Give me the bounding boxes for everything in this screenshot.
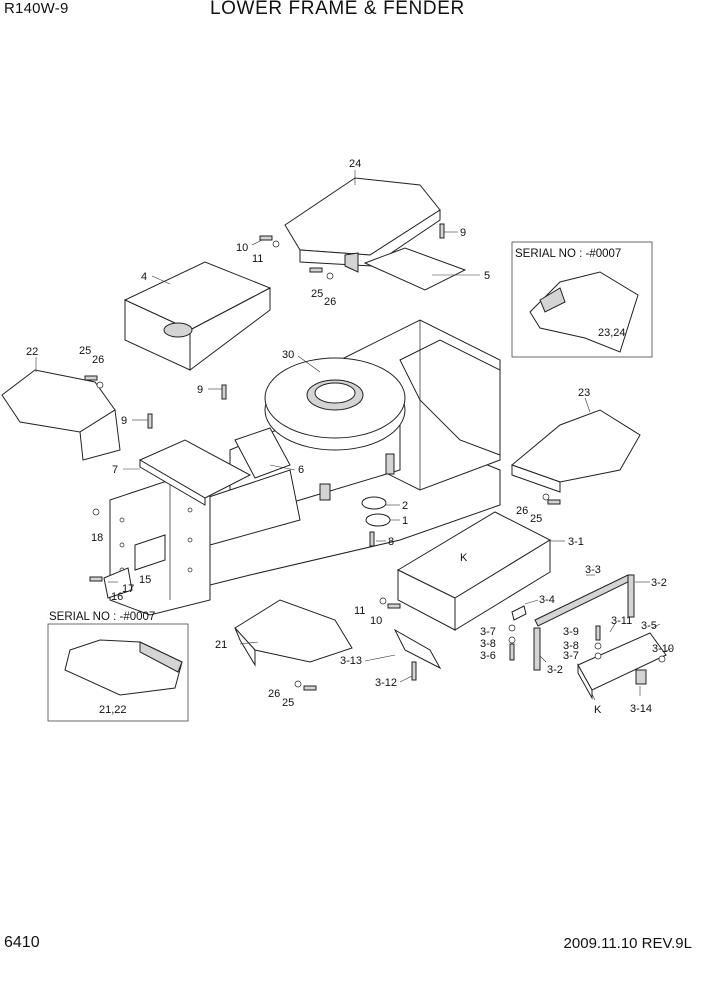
label-3-8: 3-8 — [480, 638, 496, 650]
label-3-3: 3-3 — [585, 564, 601, 576]
label-9: 9 — [197, 384, 203, 396]
inset-left-serial: SERIAL NO : -#0007 — [49, 611, 155, 623]
inset-right-serial: SERIAL NO : -#0007 — [515, 248, 621, 260]
toolbox-cover-3-5 — [577, 632, 667, 700]
label-22: 22 — [26, 346, 38, 358]
label-6: 6 — [298, 464, 304, 476]
label-9: 9 — [460, 227, 466, 239]
swing-ring-mount — [264, 357, 406, 451]
label-1: 1 — [402, 515, 408, 527]
toolbox-4 — [123, 261, 272, 371]
label-2: 2 — [402, 500, 408, 512]
label-3-13: 3-13 — [340, 655, 362, 667]
inset-right-fender — [529, 271, 639, 353]
step-plate-7 — [138, 439, 252, 506]
fender-22 — [1, 369, 121, 461]
fender-24 — [284, 177, 441, 273]
label-3-7: 3-7 — [480, 626, 496, 638]
page-number: 6410 — [4, 934, 40, 951]
fender-23 — [511, 409, 641, 493]
inset-left-fender — [64, 639, 183, 696]
label-3-4: 3-4 — [539, 594, 555, 606]
label-K: K — [460, 552, 468, 564]
cover-plate-6 — [234, 427, 291, 479]
toolbox-3-1 — [396, 511, 552, 631]
inset-left-parts: 21,22 — [99, 704, 127, 716]
label-16: 16 — [111, 591, 123, 603]
label-3-5: 3-5 — [641, 620, 657, 632]
inset-right-frame — [511, 241, 653, 358]
label-17: 17 — [122, 583, 134, 595]
label-3-9: 3-9 — [563, 626, 579, 638]
label-25: 25 — [311, 288, 323, 300]
label-3-10: 3-10 — [652, 643, 674, 655]
cover-plate-5 — [363, 247, 467, 291]
label-7: 7 — [112, 464, 118, 476]
label-3-14: 3-14 — [630, 703, 652, 715]
label-15: 15 — [139, 574, 151, 586]
label-24: 24 — [349, 158, 361, 170]
label-K: K — [594, 704, 602, 716]
label-3-12: 3-12 — [375, 677, 397, 689]
label-25: 25 — [282, 697, 294, 709]
label-3-1: 3-1 — [568, 536, 584, 548]
label-3-2: 3-2 — [547, 664, 563, 676]
model-code: R140W-9 — [4, 0, 69, 17]
label-3-2: 3-2 — [651, 577, 667, 589]
label-3-7: 3-7 — [563, 650, 579, 662]
bracket-3-13 — [393, 628, 442, 670]
label-26: 26 — [268, 688, 280, 700]
label-4: 4 — [141, 271, 147, 283]
label-10: 10 — [370, 615, 382, 627]
label-21: 21 — [215, 639, 227, 651]
label-3-11: 3-11 — [611, 615, 632, 627]
part-labels: 24 9 10 11 5 25 26 4 22 25 26 30 9 9 23 … — [26, 158, 674, 716]
page-title: LOWER FRAME & FENDER — [210, 0, 465, 19]
fender-21 — [234, 599, 353, 667]
label-11: 11 — [354, 605, 365, 617]
label-8: 8 — [388, 536, 394, 548]
label-3-8: 3-8 — [563, 640, 579, 652]
label-18: 18 — [91, 532, 103, 544]
label-11: 11 — [252, 253, 263, 265]
inset-left-frame — [47, 623, 189, 722]
label-5: 5 — [484, 270, 490, 282]
label-25: 25 — [530, 513, 542, 525]
fasteners — [84, 223, 666, 691]
inset-right-parts: 23,24 — [598, 327, 626, 339]
leader-lines — [35, 170, 673, 701]
label-25: 25 — [79, 345, 91, 357]
label-3-6: 3-6 — [480, 650, 496, 662]
label-30: 30 — [282, 349, 294, 361]
label-9: 9 — [121, 415, 127, 427]
revision-date: 2009.11.10 REV.9L — [563, 935, 692, 952]
label-26: 26 — [516, 505, 528, 517]
label-23: 23 — [578, 387, 590, 399]
front-frame — [109, 479, 211, 616]
label-26: 26 — [92, 354, 104, 366]
label-10: 10 — [236, 242, 248, 254]
label-26: 26 — [324, 296, 336, 308]
